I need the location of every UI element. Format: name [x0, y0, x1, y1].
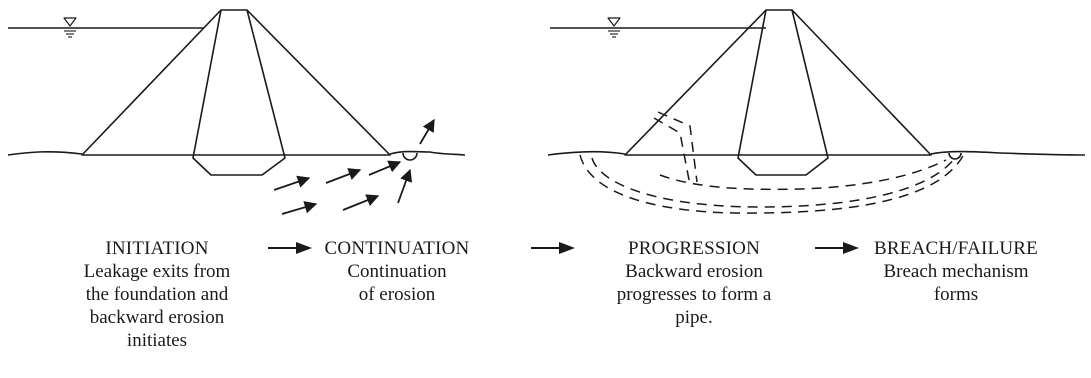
erosion-pipe-inner: [579, 154, 964, 214]
ground-line: [547, 150, 1086, 156]
stage-title: PROGRESSION: [627, 238, 761, 259]
seepage-arrow: [419, 118, 435, 145]
dam-outline: [624, 9, 932, 156]
stage-description: Backward erosion progresses to form a pi…: [616, 261, 772, 328]
stage-title: BREACH/FAILURE: [874, 238, 1038, 259]
erosion-pipe-upper: [659, 159, 947, 191]
seepage-arrows: [273, 118, 435, 215]
exit-point-icon: [948, 152, 962, 160]
dam-core: [192, 9, 286, 176]
seepage-arrow: [368, 160, 402, 176]
erosion-pipe-core-path: [653, 111, 698, 186]
seepage-arrow: [325, 168, 362, 184]
seepage-arrow: [281, 201, 318, 215]
erosion-pipes: [579, 111, 964, 214]
stage-title: INITIATION: [105, 238, 209, 259]
stage-progression: PROGRESSION Backward erosion progresses …: [596, 237, 792, 329]
stage-description: Leakage exits from the foundation and ba…: [83, 261, 231, 351]
seepage-arrow: [342, 194, 380, 211]
right-dam-panel: [547, 9, 1086, 214]
dam-core: [737, 9, 829, 176]
stage-description: Continuation of erosion: [347, 261, 447, 305]
erosion-pipe-outer: [591, 157, 956, 208]
seepage-arrow: [397, 168, 413, 204]
exit-point-icon: [402, 152, 418, 161]
right-arrow-icon: [531, 242, 575, 254]
water-level-icon: [63, 17, 77, 38]
right-arrow-icon: [268, 242, 312, 254]
seepage-arrow: [273, 175, 311, 191]
right-arrow-icon: [815, 242, 859, 254]
ground-line: [7, 150, 466, 156]
stage-arrows: [268, 242, 859, 254]
stage-breach-failure: BREACH/FAILURE Breach mechanism forms: [860, 237, 1052, 306]
stage-description: Breach mechanism forms: [883, 261, 1029, 305]
water-level-icon: [607, 17, 621, 38]
left-dam-panel: [7, 9, 466, 215]
stage-continuation: CONTINUATION Continuation of erosion: [310, 237, 484, 306]
stage-title: CONTINUATION: [324, 238, 470, 259]
stage-initiation: INITIATION Leakage exits from the founda…: [62, 237, 252, 352]
dam-outline: [81, 9, 391, 156]
